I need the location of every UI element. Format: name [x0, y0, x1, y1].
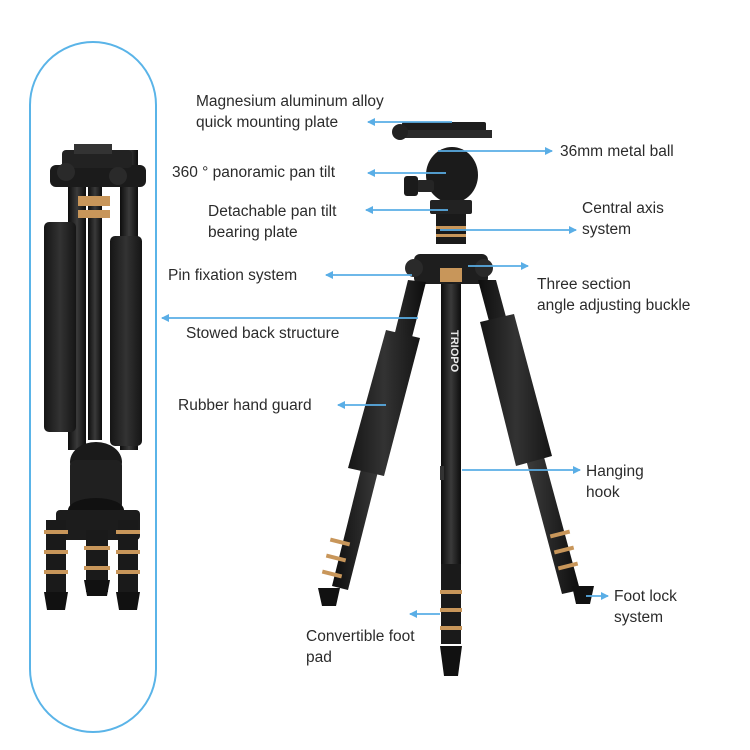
stowed-tripod-image — [44, 144, 146, 610]
label-pan-tilt: 360 ° panoramic pan tilt — [172, 164, 336, 181]
label-bearing: Detachable pan tilt bearing plate — [208, 203, 337, 241]
label-stowed: Stowed back structure — [186, 325, 340, 342]
label-foot-pad: Convertible foot pad — [306, 628, 415, 666]
label-foot-lock: Foot lock system — [614, 588, 677, 626]
stowed-frame — [29, 41, 157, 733]
brand-logo: TRIOPO — [448, 330, 460, 373]
label-hook: Hanging hook — [586, 463, 644, 501]
label-hand-guard: Rubber hand guard — [178, 397, 312, 414]
label-plate: Magnesium aluminum alloy quick mounting … — [196, 93, 384, 131]
label-buckle: Three section angle adjusting buckle — [537, 276, 691, 314]
label-axis: Central axis system — [582, 200, 664, 238]
label-pin: Pin fixation system — [168, 267, 298, 284]
label-ball: 36mm metal ball — [560, 143, 674, 160]
tripod-image: TRIOPO — [318, 122, 594, 676]
